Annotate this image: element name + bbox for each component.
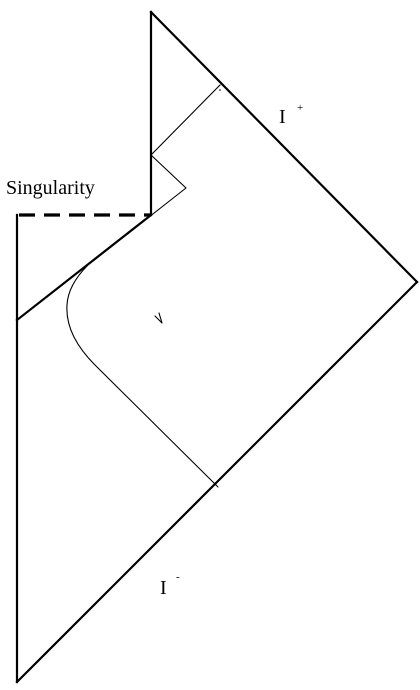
future-null-infinity-edge <box>149 10 419 284</box>
direction-arrow-icon <box>154 312 163 324</box>
singularity-label: Singularity <box>6 177 95 199</box>
past-null-infinity-label: I <box>160 577 167 599</box>
outgoing-ray-line <box>150 84 221 156</box>
past-null-infinity-superscript: - <box>176 571 180 583</box>
future-null-infinity-superscript: + <box>297 102 303 114</box>
past-null-infinity-edge <box>15 280 419 684</box>
future-null-infinity-label: I <box>279 106 286 128</box>
ray-endpoint-dot <box>219 89 221 91</box>
light-ray-path <box>66 154 219 488</box>
